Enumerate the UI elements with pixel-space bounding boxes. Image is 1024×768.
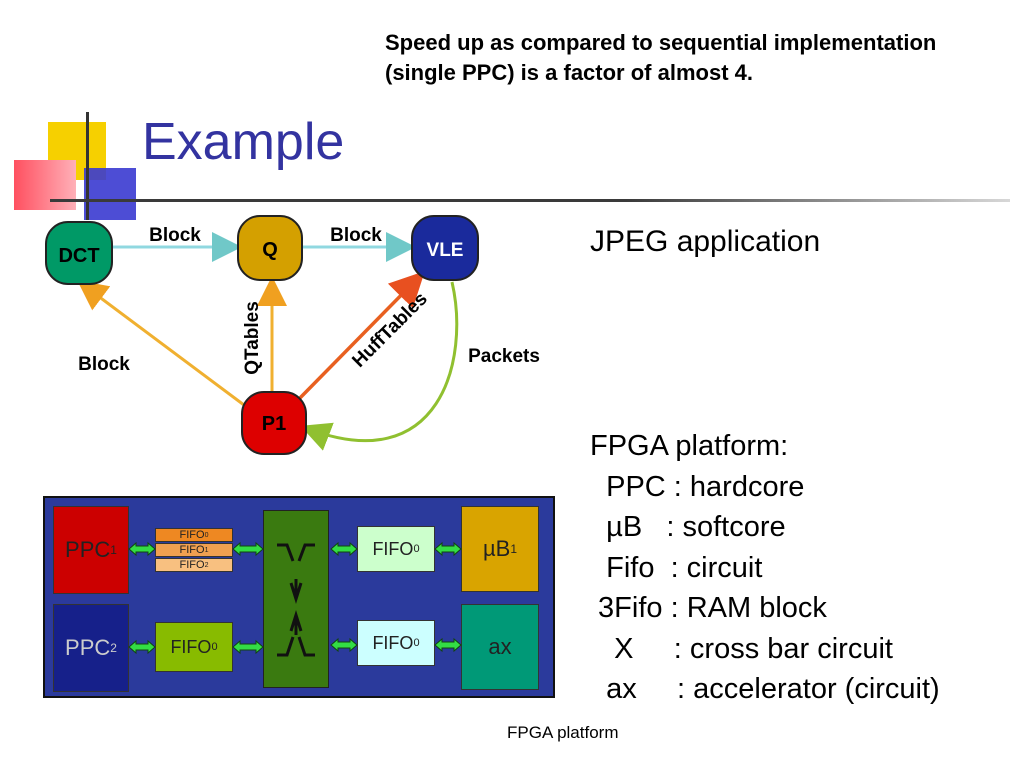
title-rule [50, 199, 1010, 202]
double-arrow-icon [330, 541, 358, 557]
edge-label-p1-dct: Block [78, 354, 130, 375]
accelerator-block: ax [461, 604, 539, 690]
fifo-ax-sub: 0 [413, 637, 420, 649]
fifo-stack-1-sub: 1 [204, 546, 209, 554]
node-p1-label: P1 [262, 413, 286, 435]
double-arrow-icon [434, 541, 462, 557]
fifo-ub-sub: 0 [413, 543, 420, 555]
slide-caption: FPGA platform [507, 723, 619, 742]
fifo-ax-label: FIFO [372, 632, 414, 653]
fifo-stack-1-label: FIFO [179, 544, 205, 556]
fifo-stack-2-sub: 2 [204, 561, 209, 569]
node-q-label: Q [262, 239, 278, 261]
fifo-stack-0-label: FIFO [179, 529, 205, 541]
edge-p1-vle [296, 271, 425, 402]
slide-title: Example [142, 113, 345, 171]
double-arrow-icon [128, 639, 156, 655]
fifo-ppc2-sub: 0 [211, 641, 218, 653]
crossbar-block [263, 510, 329, 688]
platform-legend-line: PPC : hardcore [590, 470, 805, 503]
edge-label-vle-p1: Packets [468, 346, 540, 367]
platform-legend-line: ax : accelerator (circuit) [590, 673, 940, 705]
node-vle-label: VLE [427, 240, 464, 261]
node-dct-label: DCT [58, 245, 99, 267]
microblaze-label: µB [482, 536, 511, 561]
ppc2-label: PPC [65, 635, 111, 660]
node-p1: P1 [241, 391, 307, 455]
fifo-stack-0-sub: 0 [204, 531, 209, 539]
accelerator-label: ax [488, 634, 512, 659]
board-connectors [128, 541, 462, 655]
edge-label-q-vle: Block [330, 225, 382, 246]
platform-legend: FPGA platform: PPC : hardcore µB : softc… [590, 426, 940, 710]
jpeg-process-graph: DCT Q VLE P1 Block Block Block QTables H… [45, 215, 540, 455]
crossbar-icon [277, 543, 315, 657]
edge-label-dct-q: Block [149, 225, 201, 246]
ppc2-sub: 2 [110, 641, 117, 655]
double-arrow-icon [232, 639, 264, 655]
platform-legend-line: FPGA platform: [590, 430, 789, 462]
double-arrow-icon [434, 637, 462, 653]
node-q: Q [237, 215, 303, 281]
double-arrow-icon [330, 637, 358, 653]
decor-blue-square [84, 168, 136, 220]
double-arrow-icon [128, 541, 156, 557]
jpeg-application-label: JPEG application [590, 225, 821, 258]
edge-vle-p1 [300, 281, 459, 451]
speedup-note: Speed up as compared to sequential imple… [385, 30, 937, 85]
platform-legend-line: 3Fifo : RAM block [590, 592, 827, 624]
microblaze-sub: 1 [510, 542, 518, 556]
platform-legend-line: X : cross bar circuit [590, 632, 893, 665]
edge-p1-dct [77, 280, 249, 410]
platform-legend-line: µB : softcore [590, 511, 786, 543]
fifo-stack-2-label: FIFO [179, 559, 205, 571]
node-dct: DCT [45, 221, 113, 285]
ppc1-label: PPC [65, 537, 111, 562]
fifo-ppc2-label: FIFO [170, 636, 212, 657]
edge-label-p1-q: QTables [242, 301, 263, 375]
node-vle: VLE [411, 215, 479, 281]
fifo-ub-label: FIFO [372, 538, 414, 559]
platform-legend-line: Fifo : circuit [590, 551, 763, 584]
edge-label-p1-vle: HuffTables [348, 288, 431, 371]
ppc1-sub: 1 [110, 543, 117, 557]
decor-vertical-line [86, 112, 89, 220]
double-arrow-icon [232, 541, 264, 557]
